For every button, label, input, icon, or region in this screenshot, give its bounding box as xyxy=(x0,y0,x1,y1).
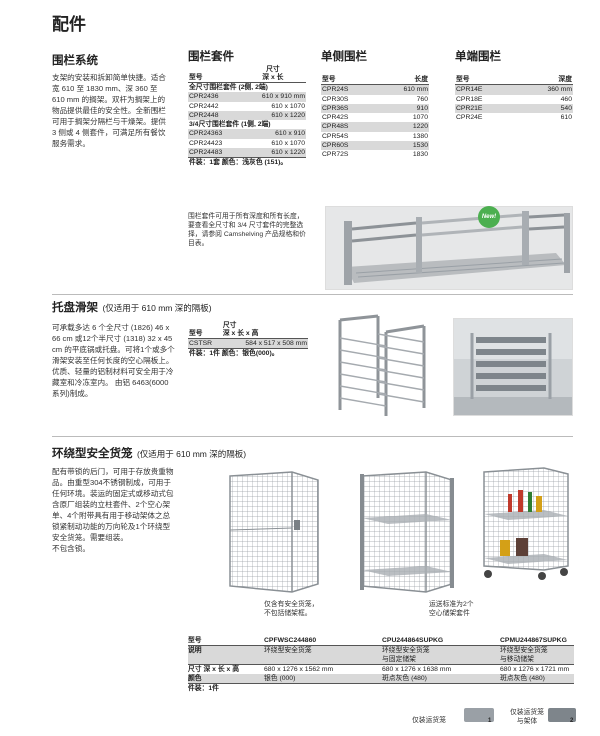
divider xyxy=(52,436,573,437)
tray-footer: 件装：1件 颜色：银色(000)。 xyxy=(189,350,279,358)
kits-col-model: 型号 xyxy=(189,73,203,81)
tray-heading-wrap: 托盘滑架 (仅适用于 610 mm 深的隔板) xyxy=(52,298,212,316)
rail-photo xyxy=(325,206,573,290)
cage-caption-2: 运送标准为2个 空心储架套件 xyxy=(429,601,474,617)
cage-footer: 件装：1件 xyxy=(188,683,574,693)
legend-num-1: 1 xyxy=(488,718,492,724)
kits-note: 围栏套件可用于所有深度和所有长度，要查看全尺寸和 3/4 尺寸套件的完整选择，请… xyxy=(188,213,306,247)
kits-footer: 件装：1套 颜色：浅灰色 (151)。 xyxy=(189,159,288,167)
cage-frame-icon xyxy=(548,708,576,722)
divider xyxy=(52,294,573,295)
cage-description: 配有带锁的后门，可用于存放贵重物品。由重型304不锈钢制成，可用于任何环境。装运… xyxy=(52,467,174,553)
kits-heading: 围栏套件 xyxy=(188,51,234,63)
cage-only-icon xyxy=(464,708,494,722)
cage-heading-sub: (仅适用于 610 mm 深的隔板) xyxy=(136,449,247,459)
cage-fixed-photo xyxy=(354,466,458,594)
single-end-heading: 单端围栏 xyxy=(455,51,501,63)
cage-table: 型号 CPFWSC244860 CPU244864SUPKG CPMU24486… xyxy=(188,636,574,693)
legend-cage-only: 仅装运货笼 xyxy=(412,717,446,724)
page-title: 配件 xyxy=(52,15,86,34)
kits-full-label: 全尺寸围栏套件 (2侧, 2端) xyxy=(189,84,268,91)
rail-heading: 围栏系统 xyxy=(52,55,98,67)
single-side-heading: 单侧围栏 xyxy=(321,51,367,63)
cage-only-photo xyxy=(222,466,324,594)
tray-description: 可承载多达 6 个全尺寸 (1826) 46 x 66 cm 或12个半尺寸 (… xyxy=(52,323,175,398)
table-row: 型号 CPFWSC244860 CPU244864SUPKG CPMU24486… xyxy=(188,636,574,646)
tray-slide-photo xyxy=(316,312,442,418)
kits-three-label: 3/4尺寸围栏套件 (1侧, 2端) xyxy=(189,121,271,129)
tray-installed-photo xyxy=(453,318,573,416)
table-row: 说明 环绕型安全货笼 环绕型安全货笼 与固定储架 环绕型安全货笼 与移动储架 xyxy=(188,646,574,664)
legend-cage-frame: 仅装运货笼 与架体 xyxy=(510,709,544,725)
cage-caption-1: 仅含有安全货笼， 不包括储架框。 xyxy=(264,601,319,617)
legend-num-2: 2 xyxy=(570,718,574,724)
cage-heading: 环绕型安全货笼 xyxy=(52,448,133,460)
tray-heading: 托盘滑架 xyxy=(52,302,98,314)
tray-heading-sub: (仅适用于 610 mm 深的隔板) xyxy=(102,303,212,313)
cage-mobile-photo xyxy=(478,466,574,582)
table-row: 颜色 银色 (000) 斑点灰色 (480) 斑点灰色 (480) xyxy=(188,674,574,683)
kits-col-size: 尺寸 深 x 长 xyxy=(262,66,284,81)
rail-description: 支架的安装和拆卸简单快捷。适合宽 610 至 1830 mm、深 360 至 6… xyxy=(52,73,166,148)
new-badge: New! xyxy=(478,206,500,228)
cage-heading-wrap: 环绕型安全货笼 (仅适用于 610 mm 深的隔板) xyxy=(52,444,246,462)
table-row: 尺寸 深 x 长 x 高 680 x 1276 x 1562 mm 680 x … xyxy=(188,664,574,674)
